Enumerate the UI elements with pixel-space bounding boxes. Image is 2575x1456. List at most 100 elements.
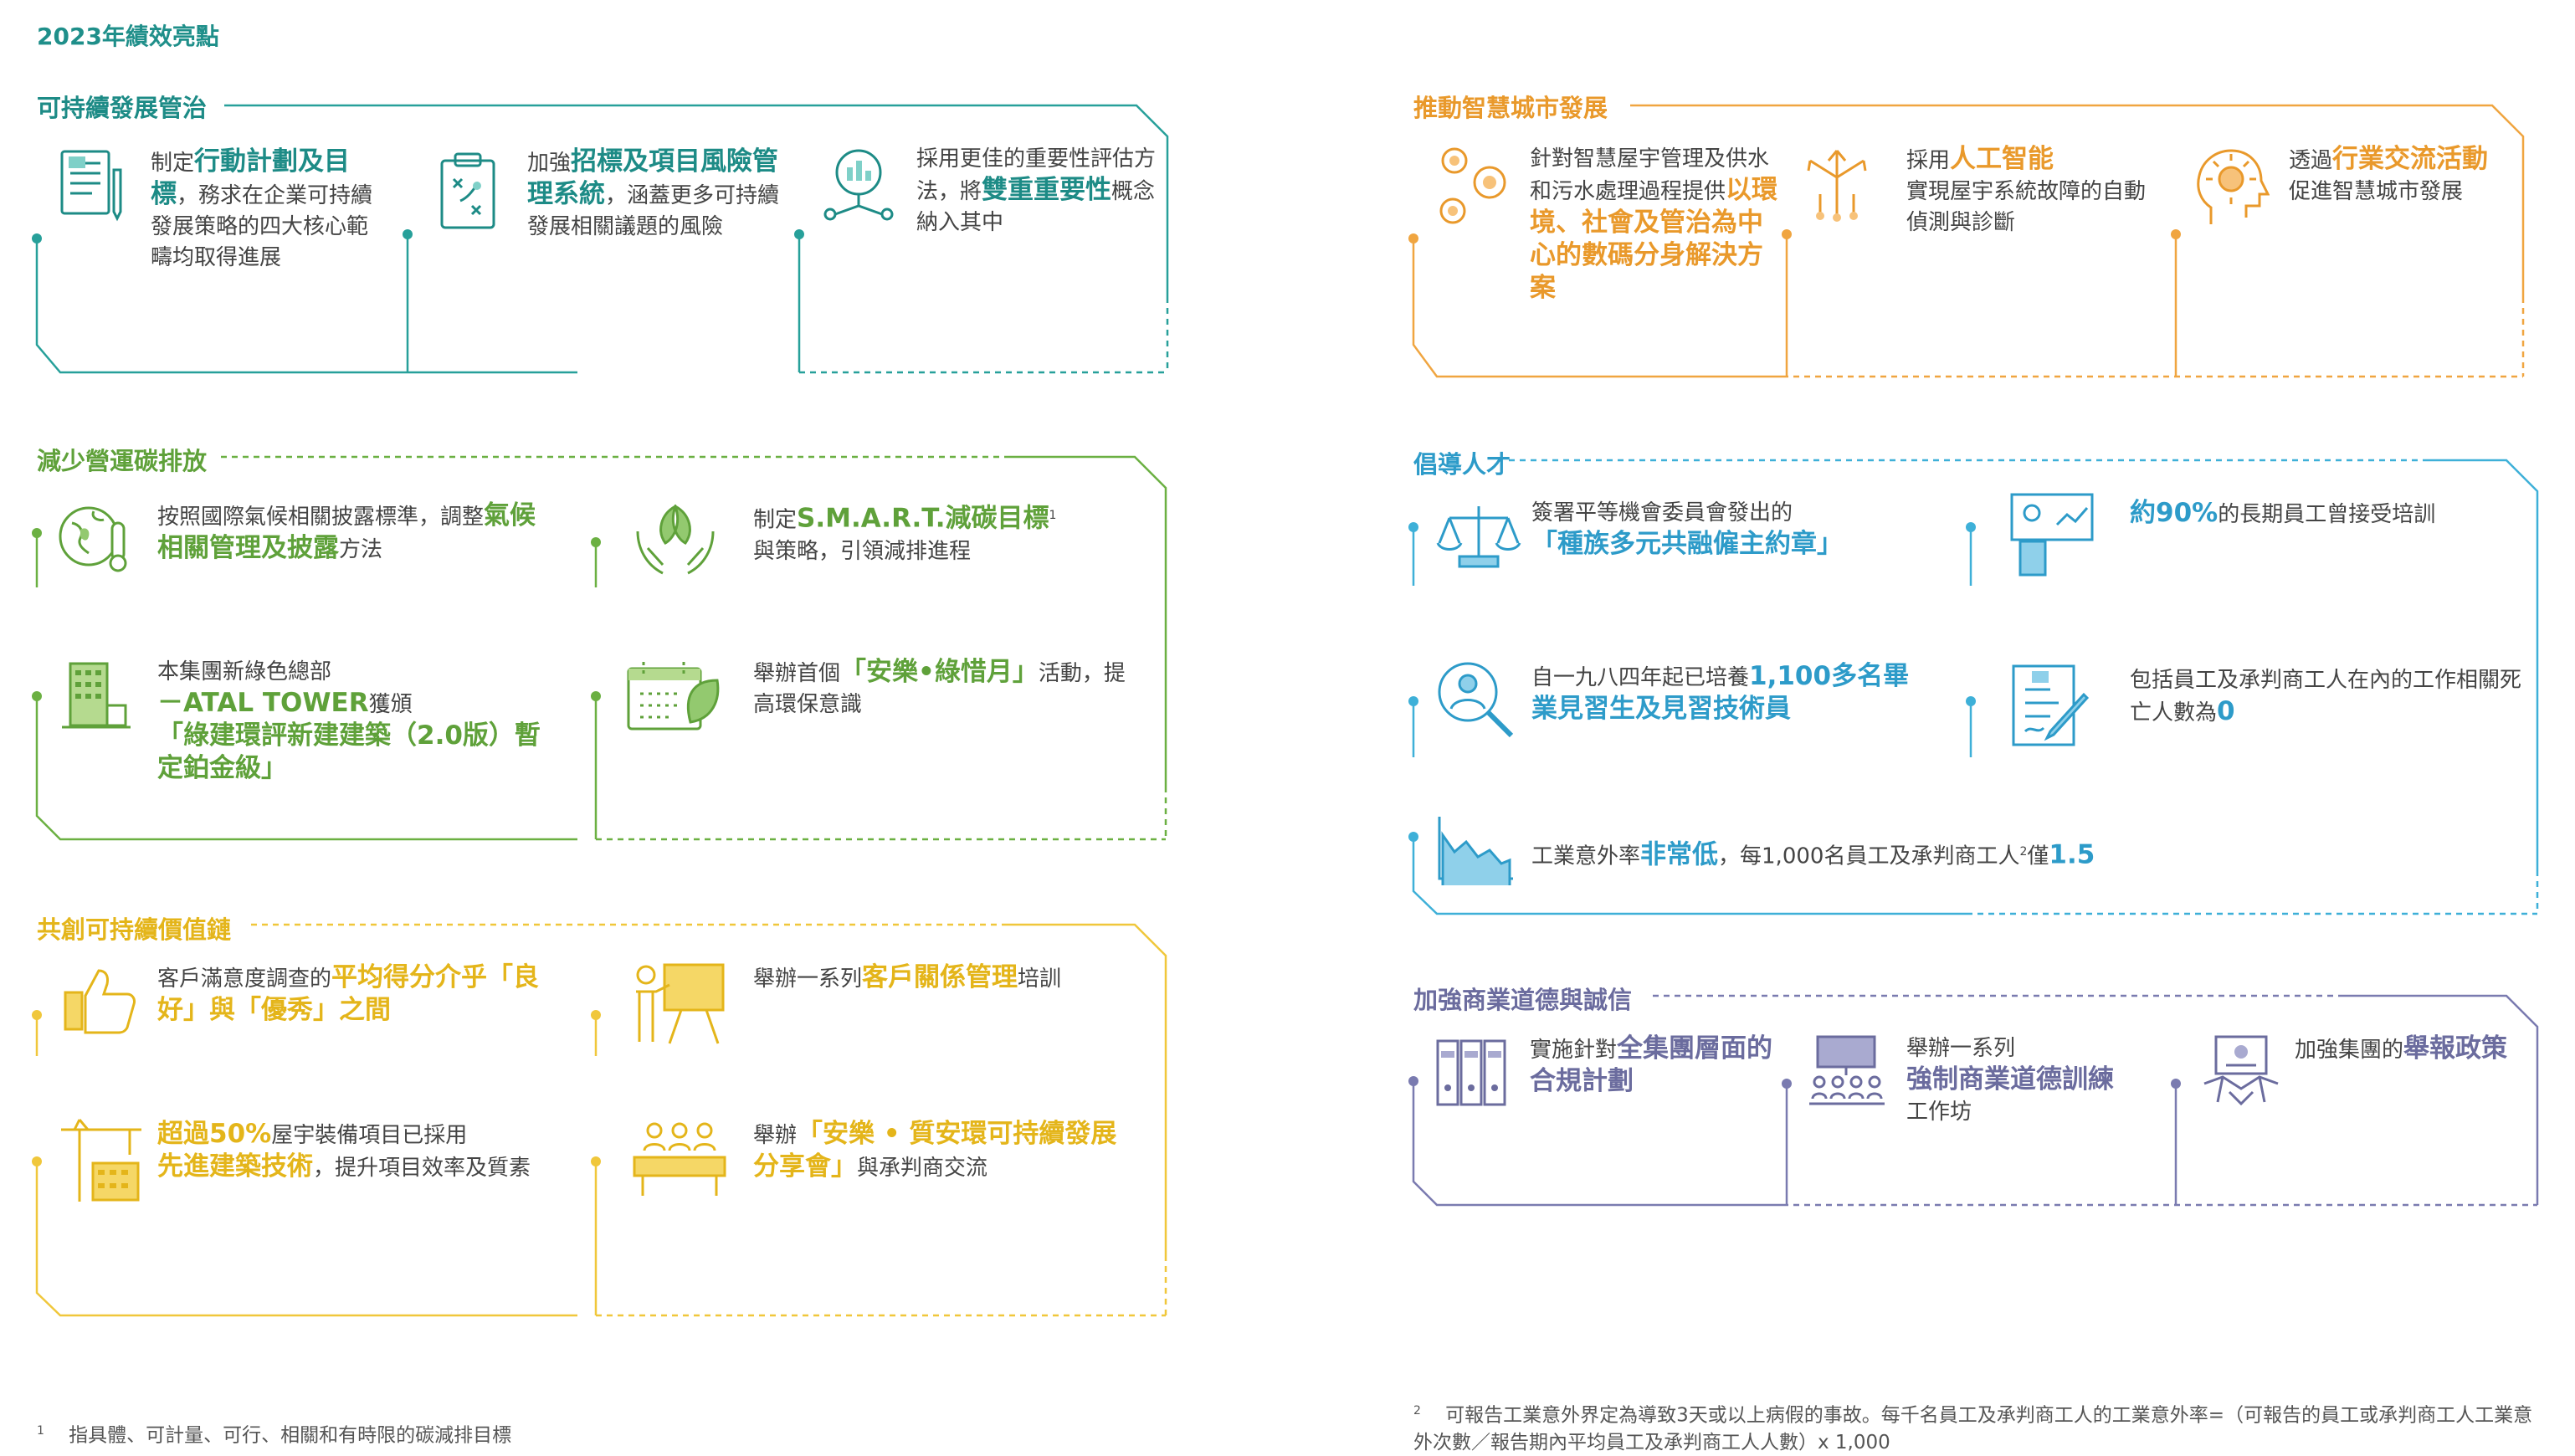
item-text: 舉辦 xyxy=(753,1123,798,1148)
item-text: 制定 xyxy=(753,507,798,533)
item-text: 工作坊 xyxy=(1906,1100,1972,1125)
item-highlight: 非常低 xyxy=(1640,839,1719,870)
item-text: ，務求在企業可持續發展策略的四大核心範疇均取得進展 xyxy=(151,183,373,270)
item-highlight: 氣候相關管理及披露 xyxy=(157,500,536,563)
item-highlight: 超過50% xyxy=(157,1119,272,1149)
item-text: 加強 xyxy=(527,151,572,176)
item-highlight: 平均得分介乎「良好」與「優秀」之間 xyxy=(157,962,540,1025)
item-sharing-session: 舉辦「安樂 • 質安環可持續發展分享會」與承判商交流 xyxy=(753,1119,1121,1184)
item-highlight: 1.5 xyxy=(2049,839,2095,870)
item-text: 客戶滿意度調查的 xyxy=(157,966,332,992)
scale-icon xyxy=(1436,506,1521,568)
document-pen-icon xyxy=(60,150,122,222)
item-text: 制定 xyxy=(151,151,195,176)
item-highlight: 0 xyxy=(2217,696,2235,726)
item-text: 與承判商交流 xyxy=(857,1156,988,1181)
gears-icon xyxy=(1439,147,1506,224)
item-atal-tower: 本集團新綠色總部－ATAL TOWER獲頒「綠建環評新建建築（2.0版）暫定鉑金… xyxy=(157,657,551,786)
item-highlight: 「種族多元共融僱主約章」 xyxy=(1531,529,1843,559)
item-ai: 採用人工智能實現屋宇系統故障的自動偵測與診斷 xyxy=(1906,144,2157,238)
item-highlight: 全集團層面的合規計劃 xyxy=(1530,1033,1773,1096)
section-title-ethics: 加強商業道德與誠信 xyxy=(1413,986,1633,1014)
item-text: 簽署平等機會委員會發出的 xyxy=(1531,500,1793,525)
binders-icon xyxy=(1436,1039,1506,1106)
item-text: 舉辦一系列 xyxy=(1906,1036,2016,1061)
item-text: 舉辦首個 xyxy=(753,661,841,686)
item-text: 屋宇裝備項目已採用 xyxy=(271,1123,468,1148)
item-text: 活動，提高環保意識 xyxy=(753,661,1126,717)
trainer-board-icon xyxy=(2010,493,2094,577)
item-advanced-construction: 超過50%屋宇裝備項目已採用先進建築技術，提升項目效率及質素 xyxy=(157,1119,551,1184)
footnote-1: 1 指具體、可計量、可行、相關和有時限的碳減排目標 xyxy=(37,1418,1125,1449)
item-highlight: 先進建築技術 xyxy=(157,1151,313,1182)
item-highlight: 人工智能 xyxy=(1950,144,2054,174)
item-fatalities: 包括員工及承判商工人在內的工作相關死亡人數為0 xyxy=(2130,665,2523,729)
item-text: 與策略，引領減排進程 xyxy=(753,538,972,564)
handshake-certificate-icon xyxy=(2203,1035,2279,1106)
item-text: 針對智慧屋宇管理及供水和污水處理過程提供 xyxy=(1530,146,1770,204)
clipboard-strategy-icon xyxy=(440,152,495,229)
item-highlight: 招標及項目風險管理系統 xyxy=(527,146,779,209)
item-text: 獲頒 xyxy=(368,692,413,717)
hands-leaf-icon xyxy=(636,504,715,575)
footnote-ref: 2 xyxy=(2019,845,2028,859)
item-text: 採用更佳的重要性評估方法，將 xyxy=(916,146,1157,204)
item-climate-disclosure: 按照國際氣候相關披露標準，調整氣候相關管理及披露方法 xyxy=(157,500,551,566)
item-digital-twin: 針對智慧屋宇管理及供水和污水處理過程提供以環境、社會及管治為中心的數碼分身解決方… xyxy=(1530,144,1781,305)
item-green-month: 舉辦首個「安樂•綠惜月」活動，提高環保意識 xyxy=(753,657,1146,720)
item-text: 自一九八四年起已培養 xyxy=(1531,665,1750,690)
head-lightbulb-icon xyxy=(2197,149,2270,224)
item-risk-system: 加強招標及項目風險管理系統，涵蓋更多可持續發展相關議題的風險 xyxy=(527,146,787,243)
chart-network-icon xyxy=(823,149,894,221)
construction-crane-icon xyxy=(61,1119,141,1202)
item-highlight: 雙重重要性 xyxy=(982,175,1112,205)
item-text: 本集團新綠色總部 xyxy=(157,659,332,684)
item-highlight: 以環境、社會及管治為中心的數碼分身解決方案 xyxy=(1530,175,1778,303)
item-accident-rate: 工業意外率非常低，每1,000名員工及承判商工人2僅1.5 xyxy=(1531,837,2536,873)
item-highlight: 「綠建環評新建建築（2.0版）暫定鉑金級」 xyxy=(157,720,541,783)
item-materiality: 採用更佳的重要性評估方法，將雙重重要性概念納入其中 xyxy=(916,144,1159,238)
item-compliance: 實施針對全集團層面的合規計劃 xyxy=(1530,1033,1772,1099)
section-title-carbon: 減少營運碳排放 xyxy=(37,447,208,475)
item-text: 培訓 xyxy=(1018,966,1062,992)
item-text: 促進智慧城市發展 xyxy=(2289,179,2464,204)
declining-chart-icon xyxy=(1438,817,1513,885)
footnote-text: 可報告工業意外界定為導致3天或以上病假的事故。每千名員工及承判商工人的工業意外率… xyxy=(1413,1404,2533,1453)
item-text: 方法 xyxy=(339,537,383,562)
footnote-text: 指具體、可計量、可行、相關和有時限的碳減排目標 xyxy=(69,1424,512,1447)
green-building-icon xyxy=(62,662,131,729)
item-text: 工業意外率 xyxy=(1531,843,1641,869)
item-text: ，涵蓋更多可持續發展相關議題的風險 xyxy=(527,183,780,239)
item-text: 實施針對 xyxy=(1530,1038,1618,1063)
section-title-smart-city: 推動智慧城市發展 xyxy=(1413,94,1608,122)
item-customer-satisfaction: 客戶滿意度調查的平均得分介乎「良好」與「優秀」之間 xyxy=(157,962,551,1028)
item-highlight: 行業交流活動 xyxy=(2332,144,2489,174)
section-title-value-chain: 共創可持續價值鏈 xyxy=(37,915,232,944)
item-text: 僅 xyxy=(2027,843,2049,869)
thumbs-up-icon xyxy=(64,969,136,1034)
item-highlight: 行動計劃及目標 xyxy=(151,146,351,209)
search-person-icon xyxy=(1438,662,1514,738)
item-text: 包括員工及承判商工人在內的工作相關死亡人數為 xyxy=(2130,668,2522,725)
item-action-plan: 制定行動計劃及目標，務求在企業可持續發展策略的四大核心範疇均取得進展 xyxy=(151,146,377,274)
item-graduates: 自一九八四年起已培養1,100多名畢業見習生及見習技術員 xyxy=(1531,661,1933,726)
calendar-leaf-icon xyxy=(627,662,720,731)
presentation-icon xyxy=(636,963,725,1044)
globe-thermometer-icon xyxy=(59,506,127,572)
item-highlight: 1,100多名畢業見習生及見習技術員 xyxy=(1531,661,1910,724)
item-highlight: 「安樂 • 質安環可持續發展分享會」 xyxy=(753,1119,1117,1182)
section-title-talent: 倡導人才 xyxy=(1413,450,1511,479)
item-ethics-training: 舉辦一系列強制商業道德訓練工作坊 xyxy=(1906,1033,2166,1128)
footnote-number: 1 xyxy=(37,1424,44,1438)
item-text: 採用 xyxy=(1906,148,1951,173)
item-training-rate: 約90%的長期員工曾接受培訓 xyxy=(2130,498,2523,531)
footnote-number: 2 xyxy=(1413,1404,1421,1418)
item-text: ，每1,000名員工及承判商工人 xyxy=(1718,843,2020,869)
item-text: 舉辦一系列 xyxy=(753,966,863,992)
item-text: 加強集團的 xyxy=(2295,1038,2404,1063)
ai-arrows-icon xyxy=(1807,150,1867,222)
item-highlight: S.M.A.R.T.減碳目標 xyxy=(797,503,1049,534)
item-whistleblowing: 加強集團的舉報政策 xyxy=(2295,1033,2537,1066)
item-text: 概念納入其中 xyxy=(916,179,1156,235)
item-text: 的長期員工曾接受培訓 xyxy=(2218,502,2436,527)
